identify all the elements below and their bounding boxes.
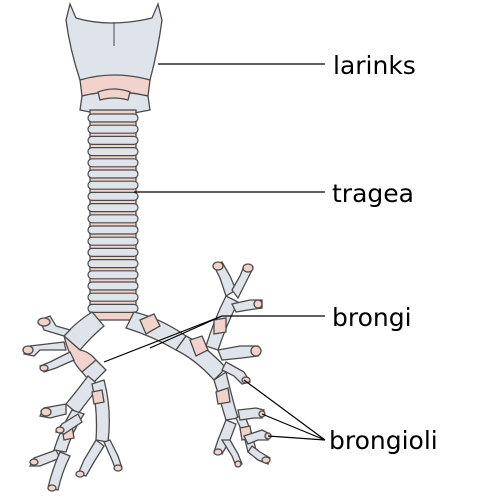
trachea-cartilage-rings (87, 113, 139, 313)
trachea-ring (87, 236, 139, 246)
right-main-bronchus (125, 311, 227, 381)
bronchi-leader-left (103, 315, 223, 363)
bronchi-label: brongi (332, 303, 412, 332)
trachea-ring (87, 292, 139, 302)
trachea-ring (87, 147, 139, 157)
trachea-ring (87, 203, 139, 213)
trachea-ring (87, 113, 139, 123)
trachea-ring (87, 169, 139, 179)
right-lower-branches (213, 370, 272, 468)
trachea-label: tragea (332, 179, 414, 208)
trachea-ring (87, 270, 139, 280)
bronchioles-leader-2 (261, 413, 326, 441)
trachea-ring (87, 281, 139, 291)
trachea-ring (87, 214, 139, 224)
leader-lines (103, 63, 326, 441)
trachea-ring (87, 180, 139, 190)
trachea-ring (87, 191, 139, 201)
bronchioles-label: brongioli (329, 426, 438, 455)
bronchioles-leader-1 (243, 379, 326, 441)
trachea-ring (87, 124, 139, 134)
left-main-bronchus (62, 311, 107, 385)
trachea-ring (87, 135, 139, 145)
larynx (65, 1, 163, 115)
larynx-label: larinks (333, 51, 416, 80)
bronchioles-leader-3 (267, 435, 326, 441)
left-lower-branches (28, 375, 123, 492)
trachea-ring (87, 303, 139, 313)
trachea-ring (87, 158, 139, 168)
trachea-ring (87, 247, 139, 257)
trachea-ring (87, 259, 139, 269)
right-upper-branches (205, 261, 263, 385)
left-upper-branches (22, 315, 75, 373)
bronchi-leader-right (149, 315, 223, 349)
trachea-ring (87, 225, 139, 235)
